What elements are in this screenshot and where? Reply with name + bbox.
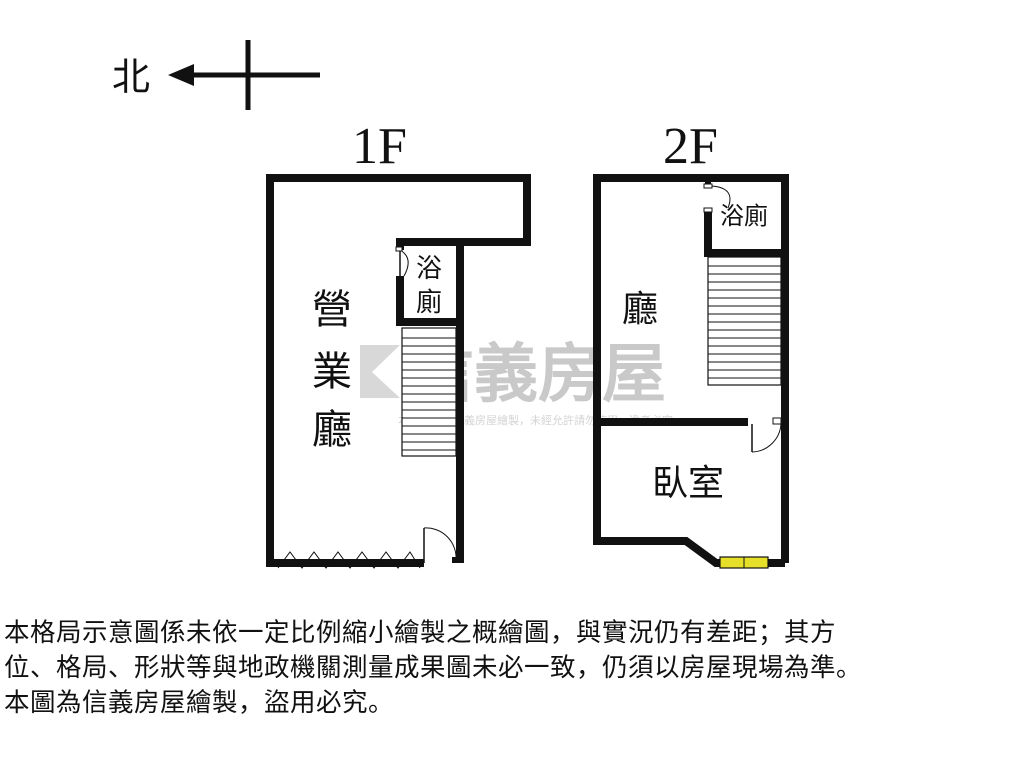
disclaimer-line-3: 本圖為信義房屋繪製，盜用必究。 (4, 688, 395, 718)
floor-2f-stairs (707, 256, 782, 386)
floor-1f: 1F 營 業 廳 浴 廁 (266, 118, 531, 569)
watermark-logo-icon (360, 345, 400, 398)
north-arrow-icon (168, 64, 194, 86)
disclaimer-line-2: 位、格局、形狀等與地政機關測量成果圖未必一致，仍須以房屋現場為準。 (4, 653, 863, 683)
bath2-door-swing-icon (711, 185, 731, 209)
bedroom-door-hinge (772, 417, 782, 425)
stairs2-treads (708, 265, 781, 379)
floor-1f-entrance-door (423, 527, 457, 563)
floor-1f-stairs (401, 327, 457, 457)
room-label-2f-bathroom: 浴廁 (720, 202, 768, 230)
disclaimer: 本格局示意圖係未依一定比例縮小繪製之概繪圖，與實況仍有差距；其方 位、格局、形狀… (4, 616, 1020, 721)
disclaimer-line-1: 本格局示意圖係未依一定比例縮小繪製之概繪圖，與實況仍有差距；其方 (4, 618, 837, 648)
room-label-2f-bedroom: 臥室 (652, 463, 724, 504)
floor-2f-outer-wall (593, 174, 789, 567)
floor-2f-window (719, 556, 769, 569)
floor-1f-outer-wall (266, 174, 531, 563)
bath-door-swing-icon (399, 249, 409, 277)
stairs2-outline (707, 256, 782, 386)
bath2-door-hinge-bottom (703, 207, 713, 213)
room-label-business-hall-2: 業 (312, 349, 352, 395)
room-label-bathroom-2: 廁 (416, 288, 442, 318)
bath2-door-hinge-top (703, 183, 713, 189)
room-label-bathroom-1: 浴 (416, 254, 442, 284)
bath-door-hinge (395, 246, 403, 252)
stairs-outline (401, 327, 457, 457)
bedroom-door-swing-icon (751, 423, 782, 453)
floor-2f-bath-wall (704, 210, 785, 257)
folding-shutter-icon (277, 551, 421, 569)
floor-2f: 2F 浴廁 廳 臥室 (593, 118, 789, 569)
floor-1f-bath-wall-left (396, 276, 460, 326)
room-label-business-hall-1: 營 (312, 287, 352, 333)
room-label-business-hall-3: 廳 (312, 407, 352, 453)
floor-2f-bath-door (703, 183, 731, 213)
room-label-2f-hall: 廳 (622, 289, 658, 330)
floor-1f-title: 1F (352, 118, 407, 175)
compass-label: 北 (112, 55, 150, 99)
floor-2f-title: 2F (663, 118, 718, 175)
floor-1f-bath-wall-top (396, 238, 460, 250)
floor-2f-bedroom-door (751, 417, 782, 453)
stairs-treads (402, 337, 456, 451)
entrance-door-swing-icon (423, 527, 457, 561)
north-compass: 北 (112, 40, 320, 110)
floor-1f-bath-door (395, 246, 409, 277)
